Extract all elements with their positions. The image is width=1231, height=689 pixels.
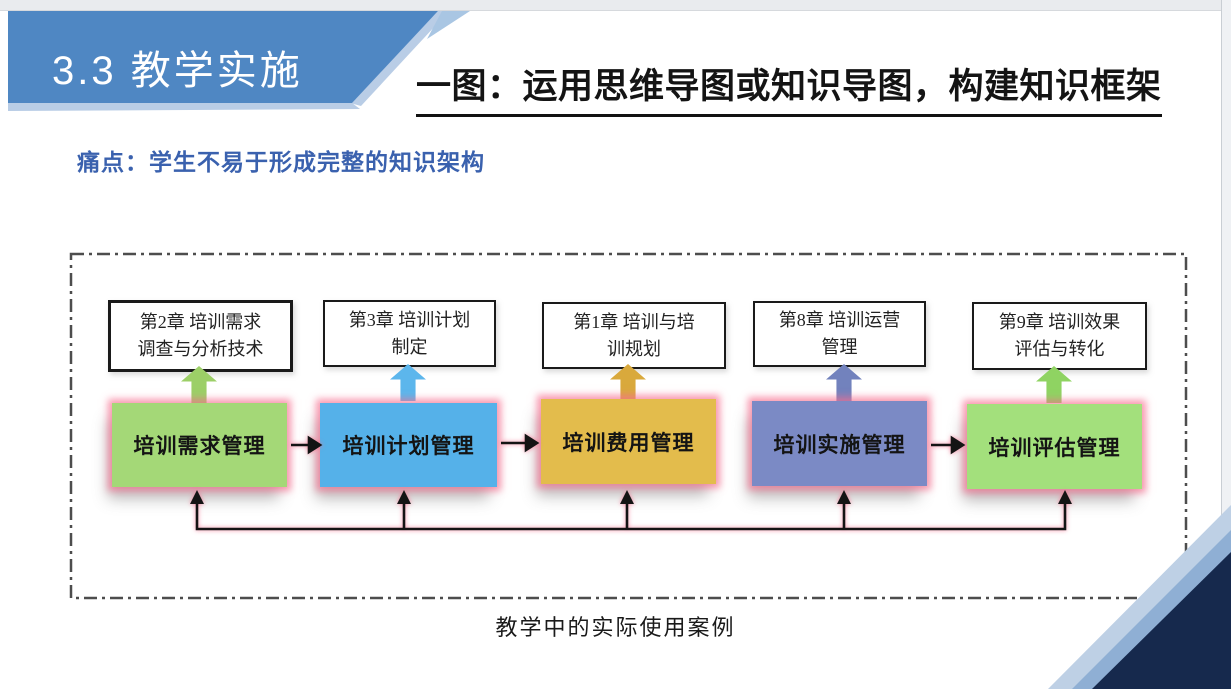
- feedback-connector: [190, 490, 1072, 531]
- module-box-training-evaluation: 培训评估管理: [967, 404, 1142, 489]
- right-border-strip: [1221, 0, 1231, 689]
- page-title: 一图：运用思维导图或知识导图，构建知识框架: [416, 58, 1162, 117]
- up-arrow-icon-4: [826, 364, 862, 401]
- module-box-training-implementation: 培训实施管理: [752, 401, 927, 486]
- chapter-box-1: 第2章 培训需求 调查与分析技术: [108, 300, 293, 372]
- chapter-box-3: 第1章 培训与培 训规划: [542, 302, 726, 369]
- chapter-box-5: 第9章 培训效果 评估与转化: [972, 302, 1147, 370]
- section-banner-shape: [8, 11, 470, 111]
- feedback-arrowheads: [190, 490, 1072, 504]
- top-border-strip: [0, 0, 1231, 11]
- up-arrow-icon-5: [1036, 366, 1072, 403]
- chapter-box-2: 第3章 培训计划 制定: [323, 300, 496, 367]
- module-box-training-needs: 培训需求管理: [112, 403, 287, 487]
- section-title: 3.3 教学实施: [52, 49, 303, 93]
- module-box-training-cost: 培训费用管理: [541, 399, 716, 484]
- up-arrow-icon-3: [610, 364, 646, 401]
- chapter-box-4: 第8章 培训运营 管理: [753, 301, 926, 367]
- up-arrow-icon-2: [390, 364, 426, 401]
- pain-point-text: 痛点：学生不易于形成完整的知识架构: [77, 149, 485, 175]
- diagram-caption: 教学中的实际使用案例: [495, 615, 736, 640]
- module-box-training-plan: 培训计划管理: [320, 403, 497, 487]
